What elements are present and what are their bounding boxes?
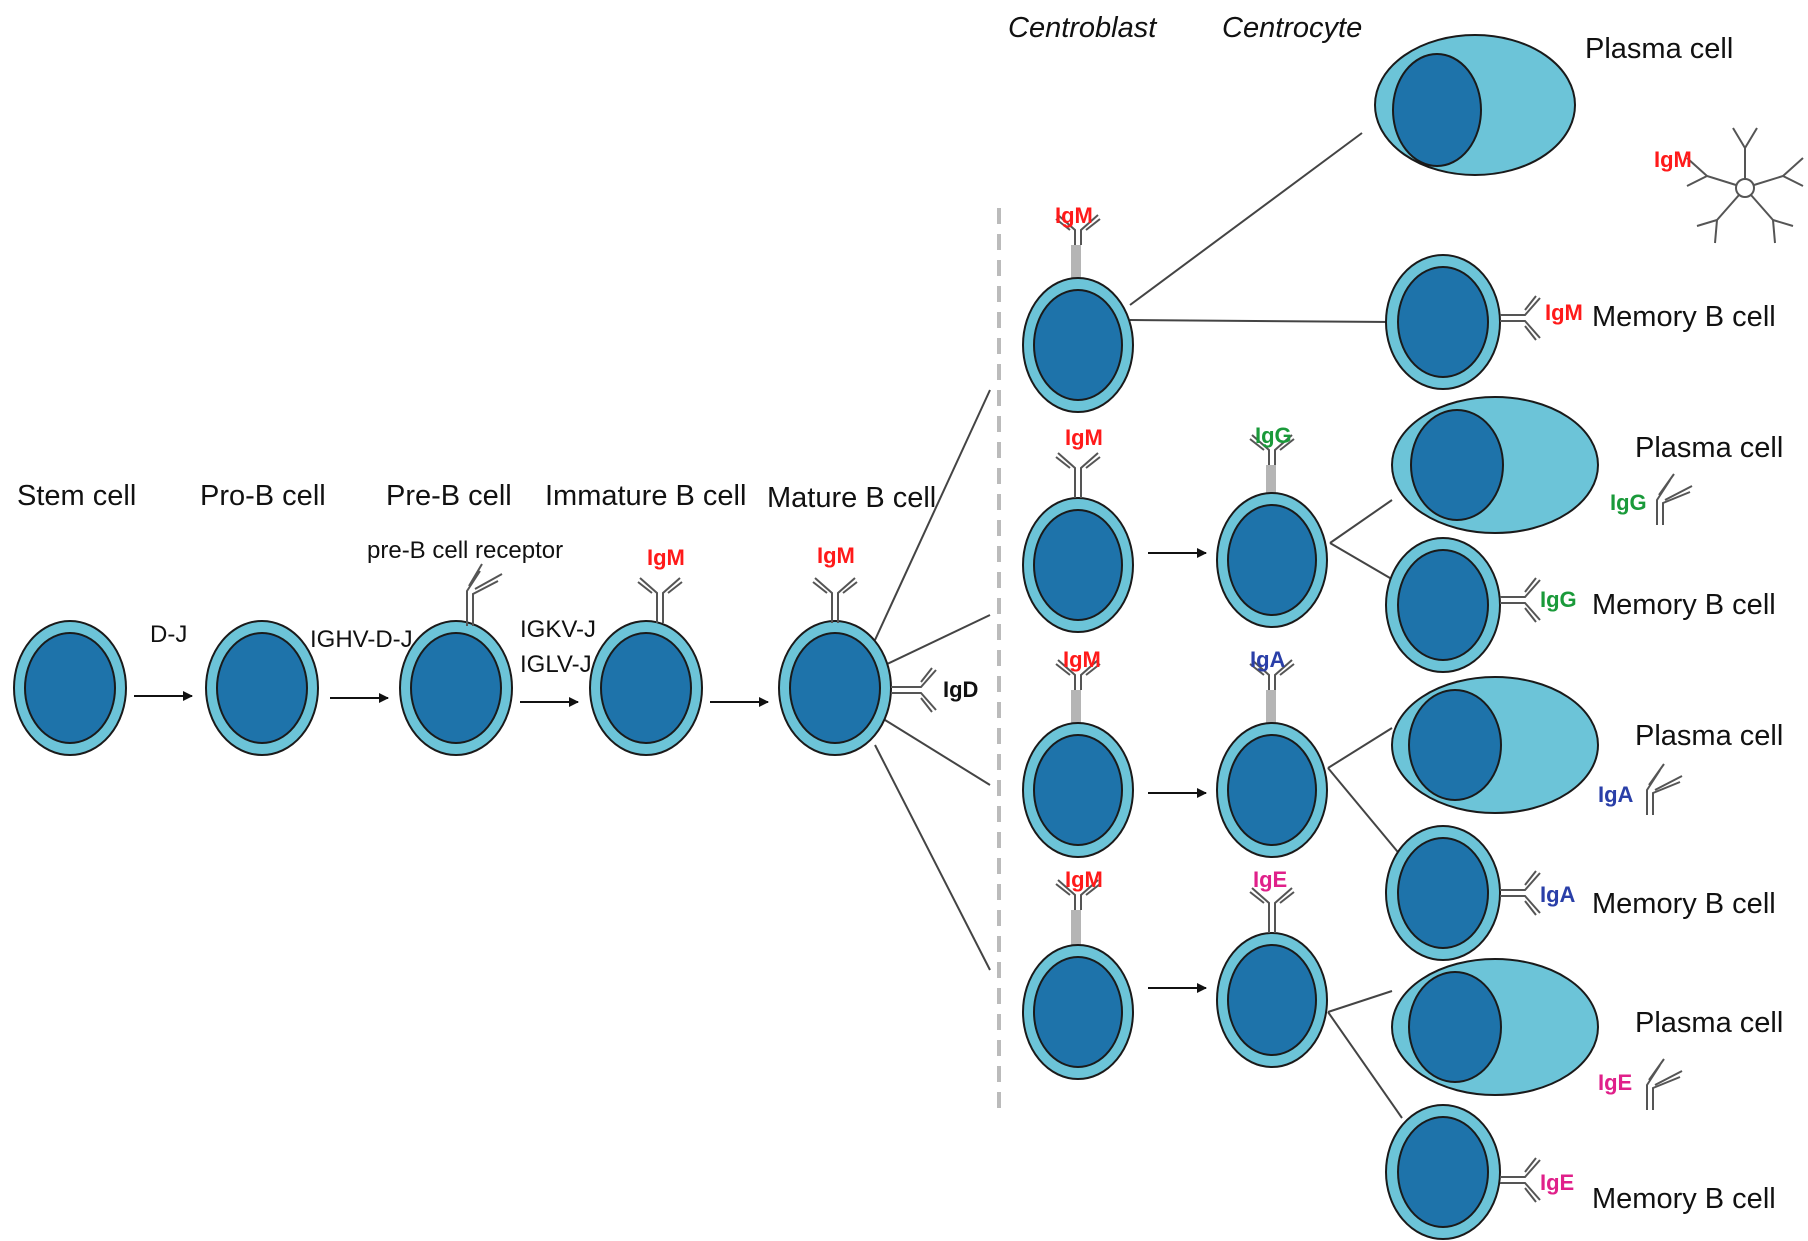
label-centrocyte: Centrocyte xyxy=(1222,12,1362,44)
label-plasma-cell-ige: Plasma cell xyxy=(1635,1007,1783,1039)
centrocyte-igg xyxy=(1216,492,1328,628)
isotype-centroblast-row1: IgM xyxy=(1065,425,1103,450)
isotype-memory-ige: IgE xyxy=(1540,1170,1574,1195)
antibody-centrocyte-igg xyxy=(1249,434,1295,465)
label-pre-b-cell: Pre-B cell xyxy=(386,480,512,512)
stem-cell xyxy=(13,620,127,756)
label-memory-b-cell-igm: Memory B cell xyxy=(1592,301,1776,333)
plasma-cell-iga xyxy=(1391,676,1599,814)
antibody-secreted-iga xyxy=(1646,763,1683,815)
plasma-cell-igg xyxy=(1391,396,1599,534)
isotype-immature-igm: IgM xyxy=(647,545,685,570)
antibody-pre-b-receptor xyxy=(466,563,503,626)
antibody-immature xyxy=(637,577,683,623)
antibody-centroblast-row2 xyxy=(1055,659,1101,690)
memory-b-cell-iga xyxy=(1385,825,1501,961)
memory-b-cell-igm xyxy=(1385,254,1501,390)
isotype-mature-igm: IgM xyxy=(817,543,855,568)
centroblast-igm xyxy=(1022,277,1134,413)
antibody-secreted-ige xyxy=(1646,1058,1683,1110)
centroblast-row2 xyxy=(1022,722,1134,858)
centrocyte-iga xyxy=(1216,722,1328,858)
label-memory-b-cell-igg: Memory B cell xyxy=(1592,589,1776,621)
isotype-secreted-ige: IgE xyxy=(1598,1070,1632,1095)
receptor-stems xyxy=(1071,245,1276,950)
isotype-memory-igg: IgG xyxy=(1540,587,1577,612)
antibodies xyxy=(466,127,1804,1203)
label-plasma-cell-igm: Plasma cell xyxy=(1585,33,1733,65)
plasma-cell-ige xyxy=(1391,958,1599,1096)
isotype-memory-iga: IgA xyxy=(1540,882,1576,907)
label-memory-b-cell-ige: Memory B cell xyxy=(1592,1183,1776,1215)
isotype-centroblast-row3: IgM xyxy=(1065,867,1103,892)
plasma-cell-igm xyxy=(1374,34,1576,176)
immature-b-cell xyxy=(589,620,703,756)
progression-arrows xyxy=(134,548,1207,993)
label-stem-cell: Stem cell xyxy=(17,480,136,512)
label-immature-b-cell: Immature B cell xyxy=(545,480,746,512)
antibody-centroblast-row1 xyxy=(1055,452,1101,498)
isotype-secreted-iga: IgA xyxy=(1598,782,1634,807)
antibody-mature-igm xyxy=(812,577,858,623)
isotype-memory-igm: IgM xyxy=(1545,300,1583,325)
isotype-centrocyte-igg: IgG xyxy=(1255,423,1292,448)
label-pro-b-cell: Pro-B cell xyxy=(200,480,326,512)
label-step-igkv: IGKV-J xyxy=(520,616,596,643)
label-centroblast: Centroblast xyxy=(1008,12,1158,44)
centrocyte-ige xyxy=(1216,932,1328,1068)
label-step-vdj: IGHV-D-J xyxy=(310,626,413,653)
centroblast-row1 xyxy=(1022,497,1134,633)
antibody-secreted-igg xyxy=(1656,473,1693,525)
cells xyxy=(13,34,1599,1240)
label-step-iglv: IGLV-J xyxy=(520,651,592,678)
antibody-centrocyte-iga xyxy=(1249,659,1295,690)
isotype-mature-igd: IgD xyxy=(943,677,978,702)
antibody-memory-iga xyxy=(1500,870,1541,916)
pro-b-cell xyxy=(205,620,319,756)
antibody-mature-igd xyxy=(891,667,937,713)
mature-b-cell xyxy=(778,620,892,756)
isotype-centroblast-row2: IgM xyxy=(1063,647,1101,672)
label-mature-b-cell: Mature B cell xyxy=(767,482,936,514)
antibody-centrocyte-ige xyxy=(1249,887,1295,933)
isotype-centrocyte-ige: IgE xyxy=(1253,867,1287,892)
label-plasma-cell-igg: Plasma cell xyxy=(1635,432,1783,464)
label-step-dj: D-J xyxy=(150,621,187,648)
label-plasma-cell-iga: Plasma cell xyxy=(1635,720,1783,752)
isotype-centrocyte-iga: IgA xyxy=(1250,647,1286,672)
antibody-centroblast-row3 xyxy=(1055,879,1101,910)
antibody-memory-igm xyxy=(1500,295,1541,341)
label-memory-b-cell-iga: Memory B cell xyxy=(1592,888,1776,920)
memory-b-cell-igg xyxy=(1385,537,1501,673)
memory-b-cell-ige xyxy=(1385,1104,1501,1240)
label-pre-b-cell-receptor: pre-B cell receptor xyxy=(367,537,563,564)
isotype-secreted-igm: IgM xyxy=(1654,147,1692,172)
connector-lines xyxy=(874,132,1403,1119)
isotype-secreted-igg: IgG xyxy=(1610,490,1647,515)
antibody-memory-ige xyxy=(1500,1157,1541,1203)
antibody-centroblast-igm-top xyxy=(1055,214,1101,245)
isotype-centroblast-igm-top: IgM xyxy=(1055,203,1093,228)
centroblast-row3 xyxy=(1022,944,1134,1080)
antibody-secreted-igm-pentamer xyxy=(1686,127,1804,244)
pre-b-cell xyxy=(399,620,513,756)
antibody-memory-igg xyxy=(1500,577,1541,623)
